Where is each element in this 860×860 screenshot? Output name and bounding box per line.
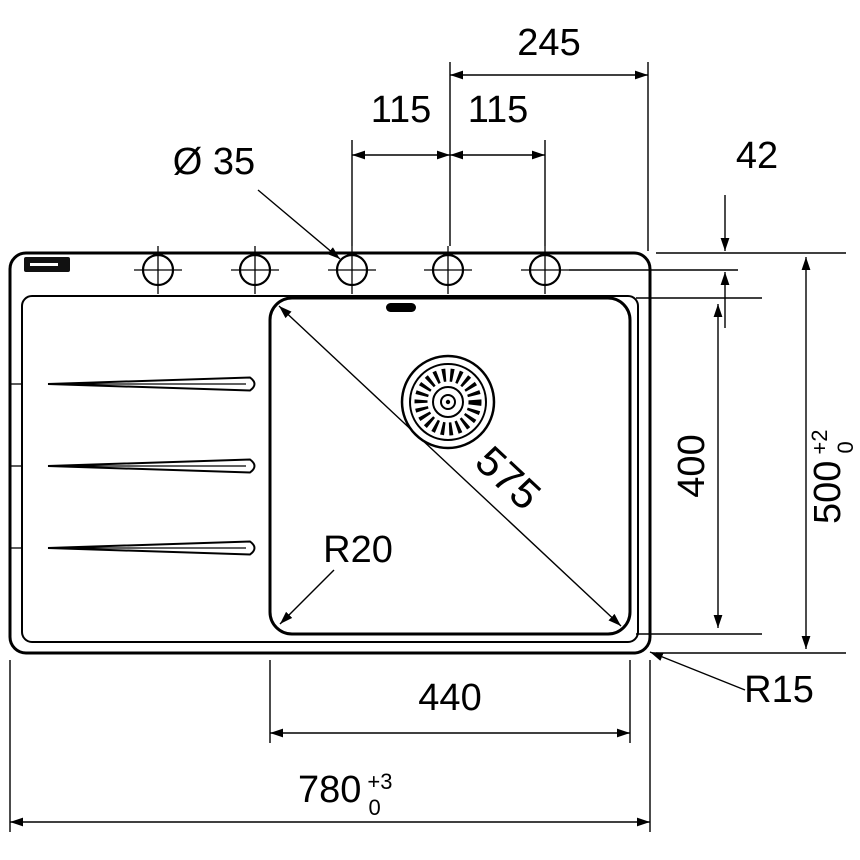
overall-depth-value: 500 — [807, 461, 849, 524]
overflow-slot — [386, 303, 416, 312]
label-top-width: 245 — [517, 22, 580, 64]
drainboard-groove-3 — [11, 540, 256, 556]
dimension-line-575-diagonal — [278, 305, 622, 627]
leader-line-r15 — [649, 651, 746, 691]
tap-hole-3 — [328, 246, 376, 294]
tap-hole-1 — [134, 246, 182, 294]
overall-width-value: 780 — [298, 769, 361, 811]
overall-depth-tol-lower: 0 — [833, 441, 858, 453]
label-bowl-width: 440 — [418, 677, 481, 719]
overall-width-tol-lower: 0 — [369, 795, 381, 820]
tap-hole-5 — [521, 246, 569, 294]
label-bowl-corner-radius: R20 — [323, 529, 393, 571]
drainboard-grooves — [11, 376, 256, 556]
strainer-center-dot — [445, 399, 451, 405]
tap-holes — [134, 246, 569, 294]
sink-rim-inner-edge — [21, 295, 639, 643]
sink-body — [8, 246, 652, 655]
label-overall-depth: 500 +20 — [807, 430, 858, 525]
overall-depth-tol-upper: +2 — [807, 430, 832, 455]
leader-line-r20 — [279, 569, 335, 625]
drainboard-groove-2 — [11, 458, 256, 474]
tap-hole-4 — [424, 246, 472, 294]
leader-line-hole-diameter — [257, 189, 341, 260]
label-bowl-depth: 400 — [671, 434, 713, 497]
brand-logo-box — [24, 257, 70, 272]
logo-box-mark — [30, 263, 58, 266]
tap-hole-2 — [231, 246, 279, 294]
label-tap-hole-diameter: Ø 35 — [173, 141, 255, 183]
label-outer-corner-radius: R15 — [744, 669, 814, 711]
label-edge-to-hole-axis: 42 — [736, 135, 778, 177]
dimension-lines — [10, 70, 811, 827]
label-hole-pitch-right: 115 — [468, 89, 529, 131]
label-hole-pitch-left: 115 — [371, 89, 432, 131]
overall-width-tol-upper: +3 — [367, 769, 392, 794]
drainboard-groove-1 — [11, 376, 256, 392]
